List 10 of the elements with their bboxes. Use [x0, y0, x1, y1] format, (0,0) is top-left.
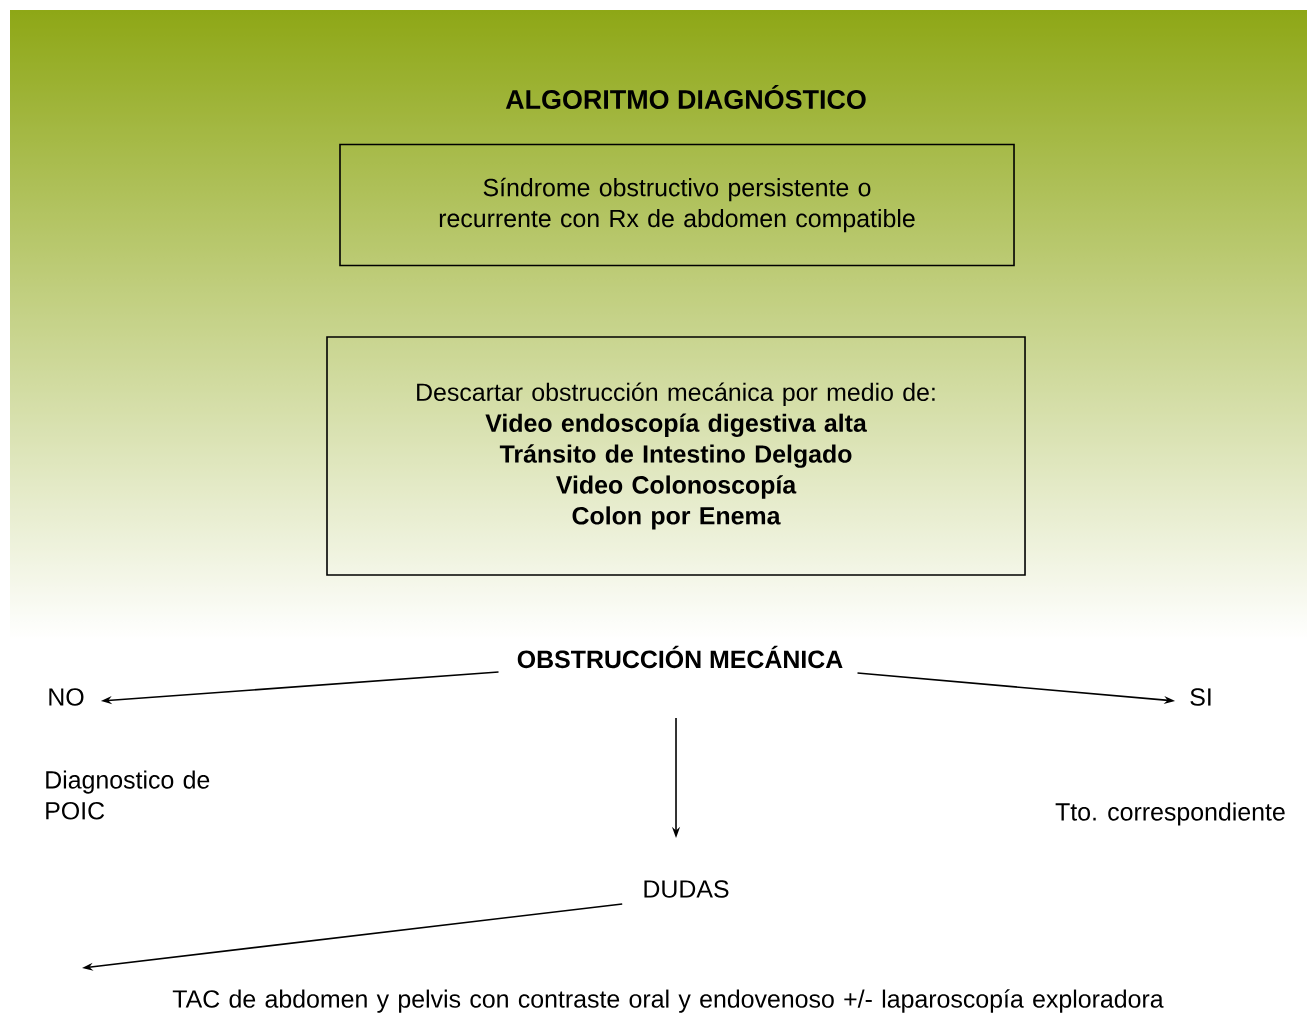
process-box: Descartar obstrucción mecánica por medio de: Video endoscopía digestiva alta Tránsito de Intestino Delgado Video Colonoscopía Colon por Enema: [326, 336, 1026, 576]
decision-label: OBSTRUCCIÓN MECÁNICA: [517, 645, 843, 669]
title: ALGORITMO DIAGNÓSTICO: [505, 84, 866, 110]
outcome-text: NO: [49, 688, 84, 706]
outcome-text: SI: [1190, 688, 1211, 706]
outcome-text: TAC de abdomen y pelvis con contraste oral y endovenoso +/- laparoscopía exploradora: [172, 989, 1164, 1013]
process-box: Síndrome obstructivo persistente o recurrente con Rx de abdomen compatible: [339, 143, 1015, 267]
outcome-text: DUDAS: [644, 880, 729, 898]
note-text: Tto. correspondiente: [1055, 802, 1285, 826]
note-text: Diagnostico de POIC: [46, 770, 210, 820]
